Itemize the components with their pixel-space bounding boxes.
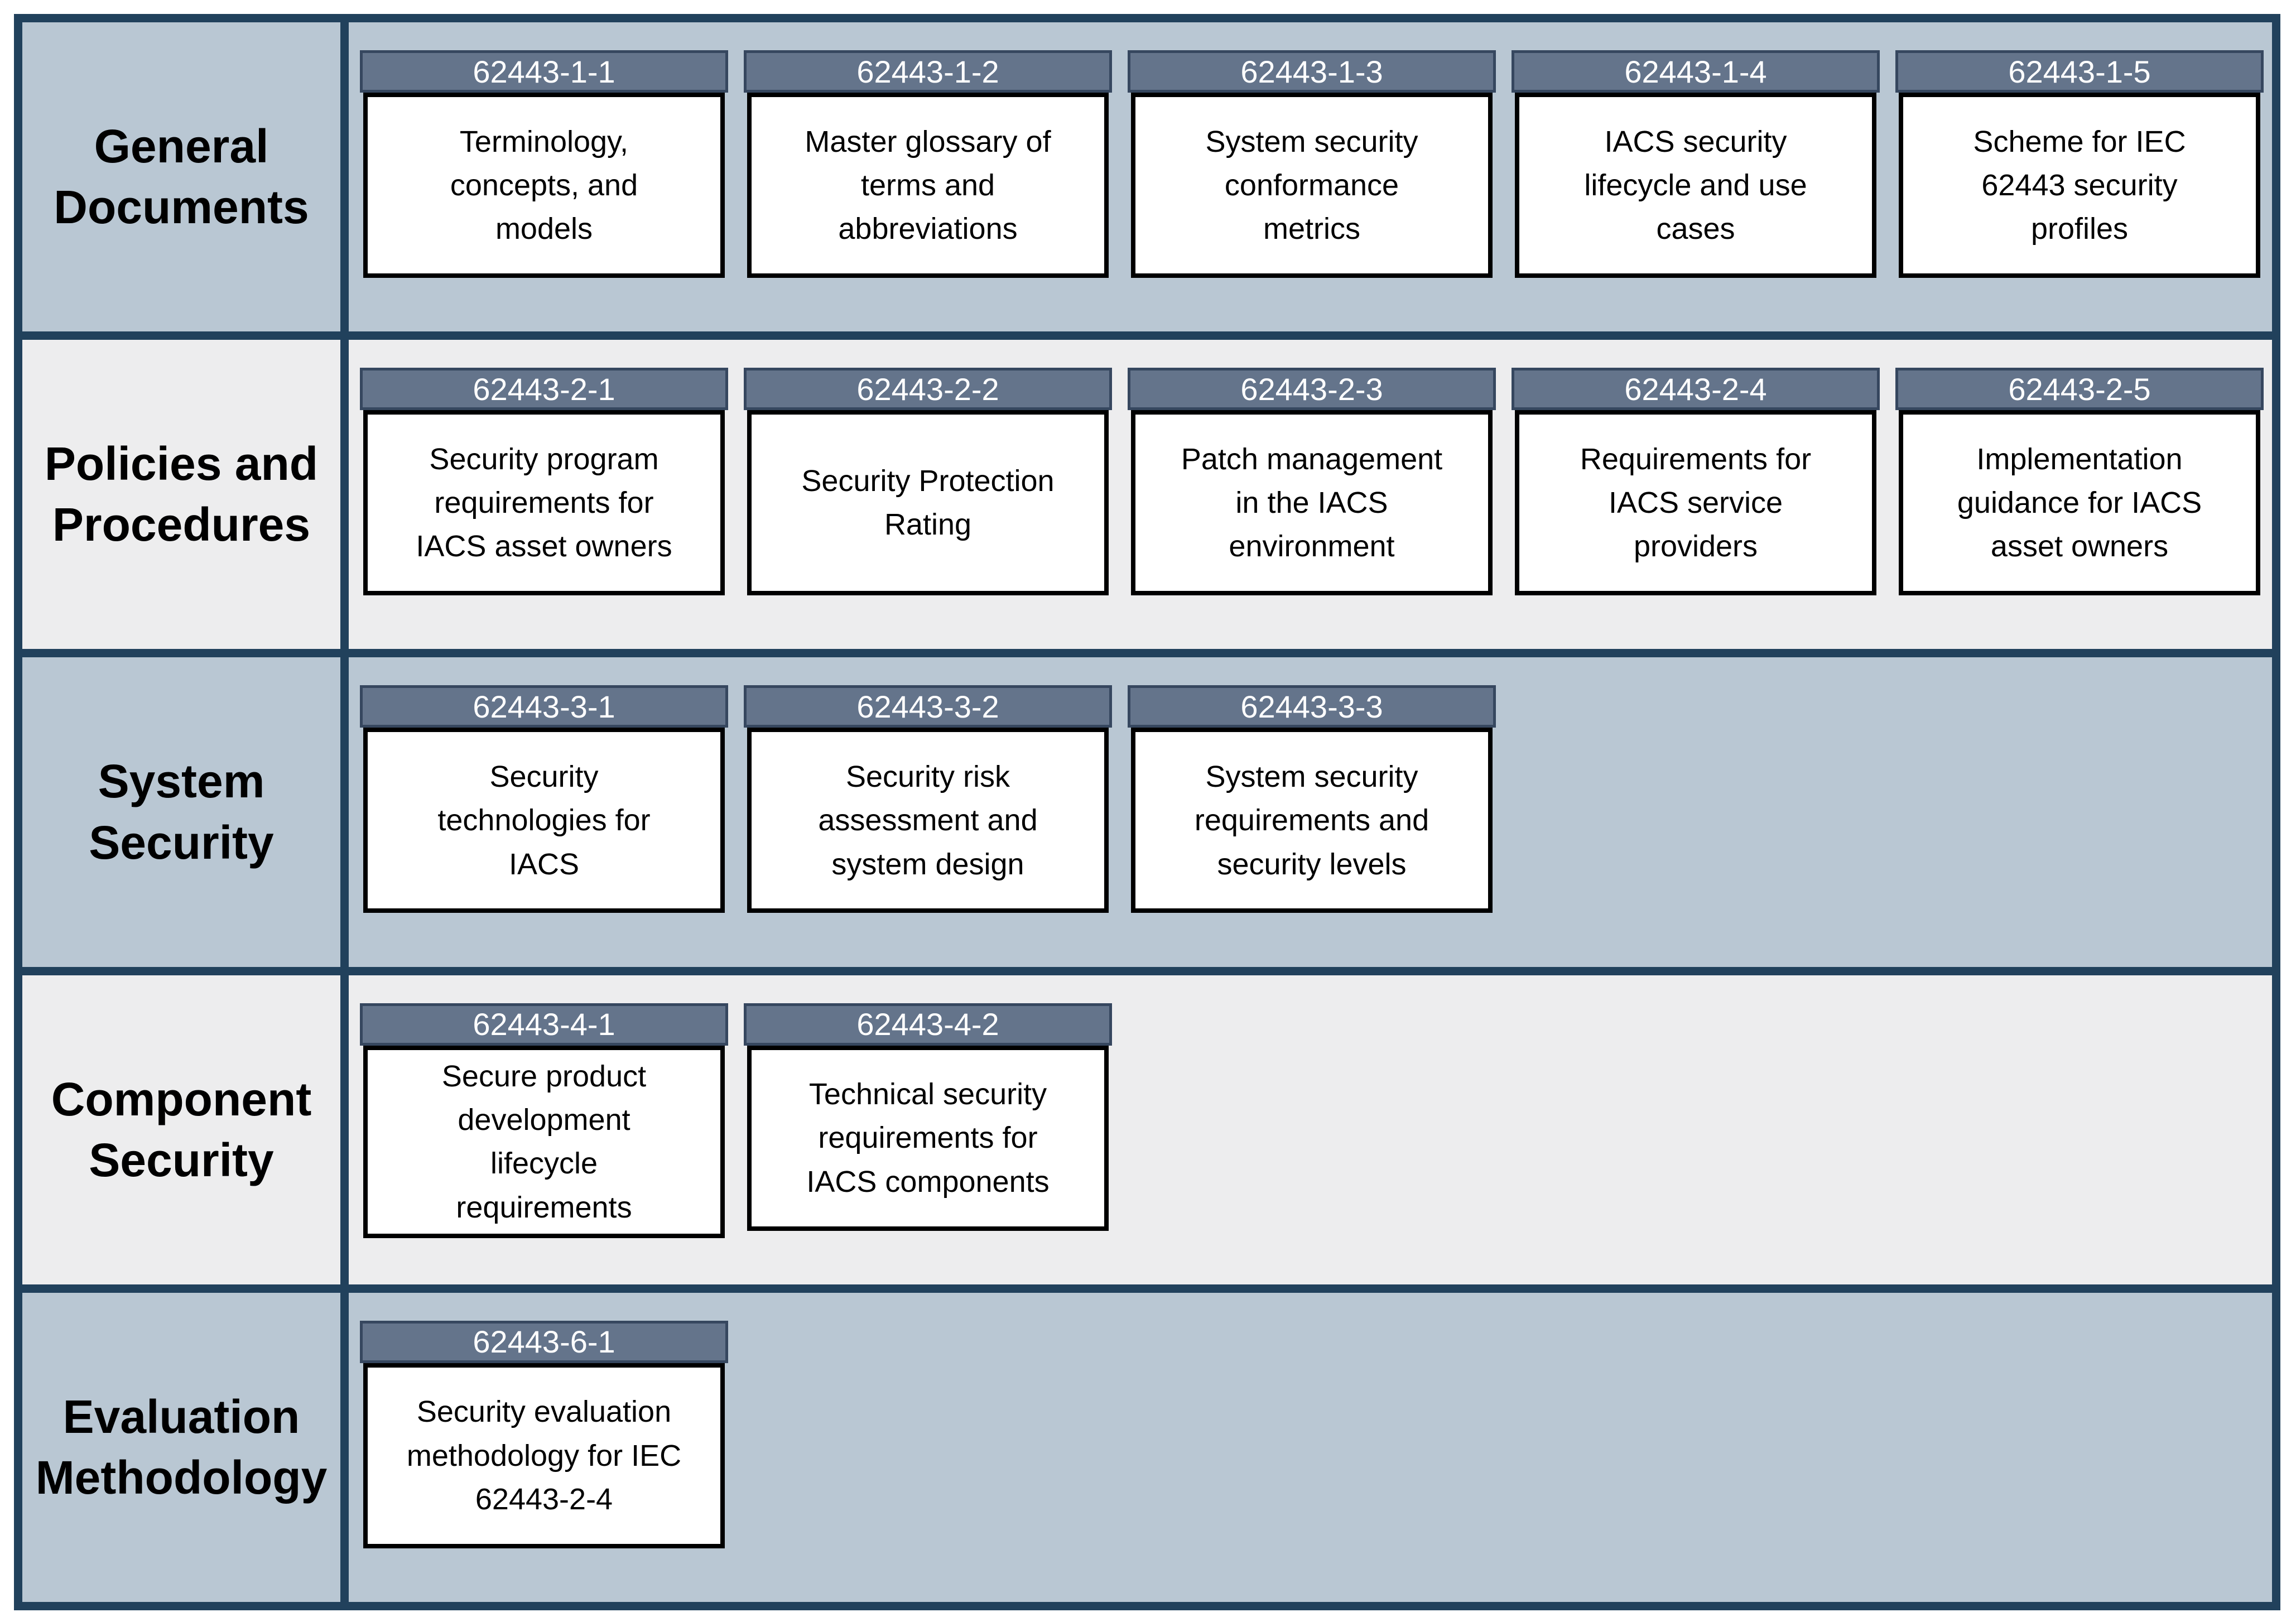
row-general-documents: General Documents 62443-1-1 Terminology,… xyxy=(22,22,2272,332)
standard-card-id: 62443-4-2 xyxy=(744,1003,1112,1046)
standard-card-id: 62443-1-1 xyxy=(360,50,728,93)
standard-card-title: Terminology, concepts, and models xyxy=(363,93,725,278)
card-62443-1-4: 62443-1-4 IACS security lifecycle and us… xyxy=(1512,50,1880,278)
row-label: Component Security xyxy=(22,975,349,1284)
standard-card-title: Security program requirements for IACS a… xyxy=(363,410,725,596)
standard-card-title: Secure product development lifecycle req… xyxy=(363,1045,725,1238)
standard-card-id: 62443-3-2 xyxy=(744,685,1112,728)
row-label: System Security xyxy=(22,657,349,967)
row-label: Evaluation Methodology xyxy=(22,1292,349,1602)
standard-card-id: 62443-1-3 xyxy=(1128,50,1496,93)
standard-card-id: 62443-1-2 xyxy=(744,50,1112,93)
row-content: 62443-6-1 Security evaluation methodolog… xyxy=(349,1292,2272,1602)
standard-card-title: Implementation guidance for IACS asset o… xyxy=(1899,410,2260,596)
card-62443-2-4: 62443-2-4 Requirements for IACS service … xyxy=(1512,368,1880,596)
card-62443-6-1: 62443-6-1 Security evaluation methodolog… xyxy=(360,1320,728,1548)
standard-card-id: 62443-2-2 xyxy=(744,368,1112,411)
iec-62443-series-diagram: General Documents 62443-1-1 Terminology,… xyxy=(14,14,2280,1610)
row-policies-and-procedures: Policies and Procedures 62443-2-1 Securi… xyxy=(22,331,2272,649)
row-system-security: System Security 62443-3-1 Security techn… xyxy=(22,649,2272,967)
row-label: General Documents xyxy=(22,22,349,332)
standard-card-title: System security conformance metrics xyxy=(1131,93,1493,278)
card-62443-2-3: 62443-2-3 Patch management in the IACS e… xyxy=(1128,368,1496,596)
card-62443-3-3: 62443-3-3 System security requirements a… xyxy=(1128,685,1496,913)
card-62443-3-1: 62443-3-1 Security technologies for IACS xyxy=(360,685,728,913)
card-62443-2-2: 62443-2-2 Security Protection Rating xyxy=(744,368,1112,596)
card-62443-3-2: 62443-3-2 Security risk assessment and s… xyxy=(744,685,1112,913)
card-62443-1-2: 62443-1-2 Master glossary of terms and a… xyxy=(744,50,1112,278)
standard-card-id: 62443-2-4 xyxy=(1512,368,1880,411)
card-62443-4-1: 62443-4-1 Secure product development lif… xyxy=(360,1003,728,1238)
row-evaluation-methodology: Evaluation Methodology 62443-6-1 Securit… xyxy=(22,1284,2272,1602)
row-component-security: Component Security 62443-4-1 Secure prod… xyxy=(22,966,2272,1284)
standard-card-title: Security risk assessment and system desi… xyxy=(747,728,1109,913)
standard-card-title: Security Protection Rating xyxy=(747,410,1109,596)
standard-card-id: 62443-2-3 xyxy=(1128,368,1496,411)
row-content: 62443-4-1 Secure product development lif… xyxy=(349,975,2272,1284)
standard-card-title: Master glossary of terms and abbreviatio… xyxy=(747,93,1109,278)
card-62443-2-5: 62443-2-5 Implementation guidance for IA… xyxy=(1895,368,2264,596)
row-content: 62443-2-1 Security program requirements … xyxy=(349,340,2272,649)
standard-card-id: 62443-1-5 xyxy=(1895,50,2264,93)
standard-card-id: 62443-2-5 xyxy=(1895,368,2264,411)
standard-card-title: Scheme for IEC 62443 security profiles xyxy=(1899,93,2260,278)
standard-card-id: 62443-6-1 xyxy=(360,1320,728,1363)
standard-card-title: Security technologies for IACS xyxy=(363,728,725,913)
card-62443-2-1: 62443-2-1 Security program requirements … xyxy=(360,368,728,596)
card-62443-4-2: 62443-4-2 Technical security requirement… xyxy=(744,1003,1112,1231)
standard-card-id: 62443-1-4 xyxy=(1512,50,1880,93)
card-62443-1-5: 62443-1-5 Scheme for IEC 62443 security … xyxy=(1895,50,2264,278)
card-62443-1-3: 62443-1-3 System security conformance me… xyxy=(1128,50,1496,278)
standard-card-title: Technical security requirements for IACS… xyxy=(747,1045,1109,1231)
row-content: 62443-3-1 Security technologies for IACS… xyxy=(349,657,2272,967)
standard-card-title: Patch management in the IACS environment xyxy=(1131,410,1493,596)
standard-card-title: Requirements for IACS service providers xyxy=(1515,410,1876,596)
standard-card-id: 62443-2-1 xyxy=(360,368,728,411)
row-label: Policies and Procedures xyxy=(22,340,349,649)
standard-card-title: Security evaluation methodology for IEC … xyxy=(363,1363,725,1548)
standard-card-id: 62443-3-1 xyxy=(360,685,728,728)
standard-card-title: IACS security lifecycle and use cases xyxy=(1515,93,1876,278)
card-62443-1-1: 62443-1-1 Terminology, concepts, and mod… xyxy=(360,50,728,278)
standard-card-id: 62443-3-3 xyxy=(1128,685,1496,728)
standard-card-id: 62443-4-1 xyxy=(360,1003,728,1046)
standard-card-title: System security requirements and securit… xyxy=(1131,728,1493,913)
row-content: 62443-1-1 Terminology, concepts, and mod… xyxy=(349,22,2272,332)
